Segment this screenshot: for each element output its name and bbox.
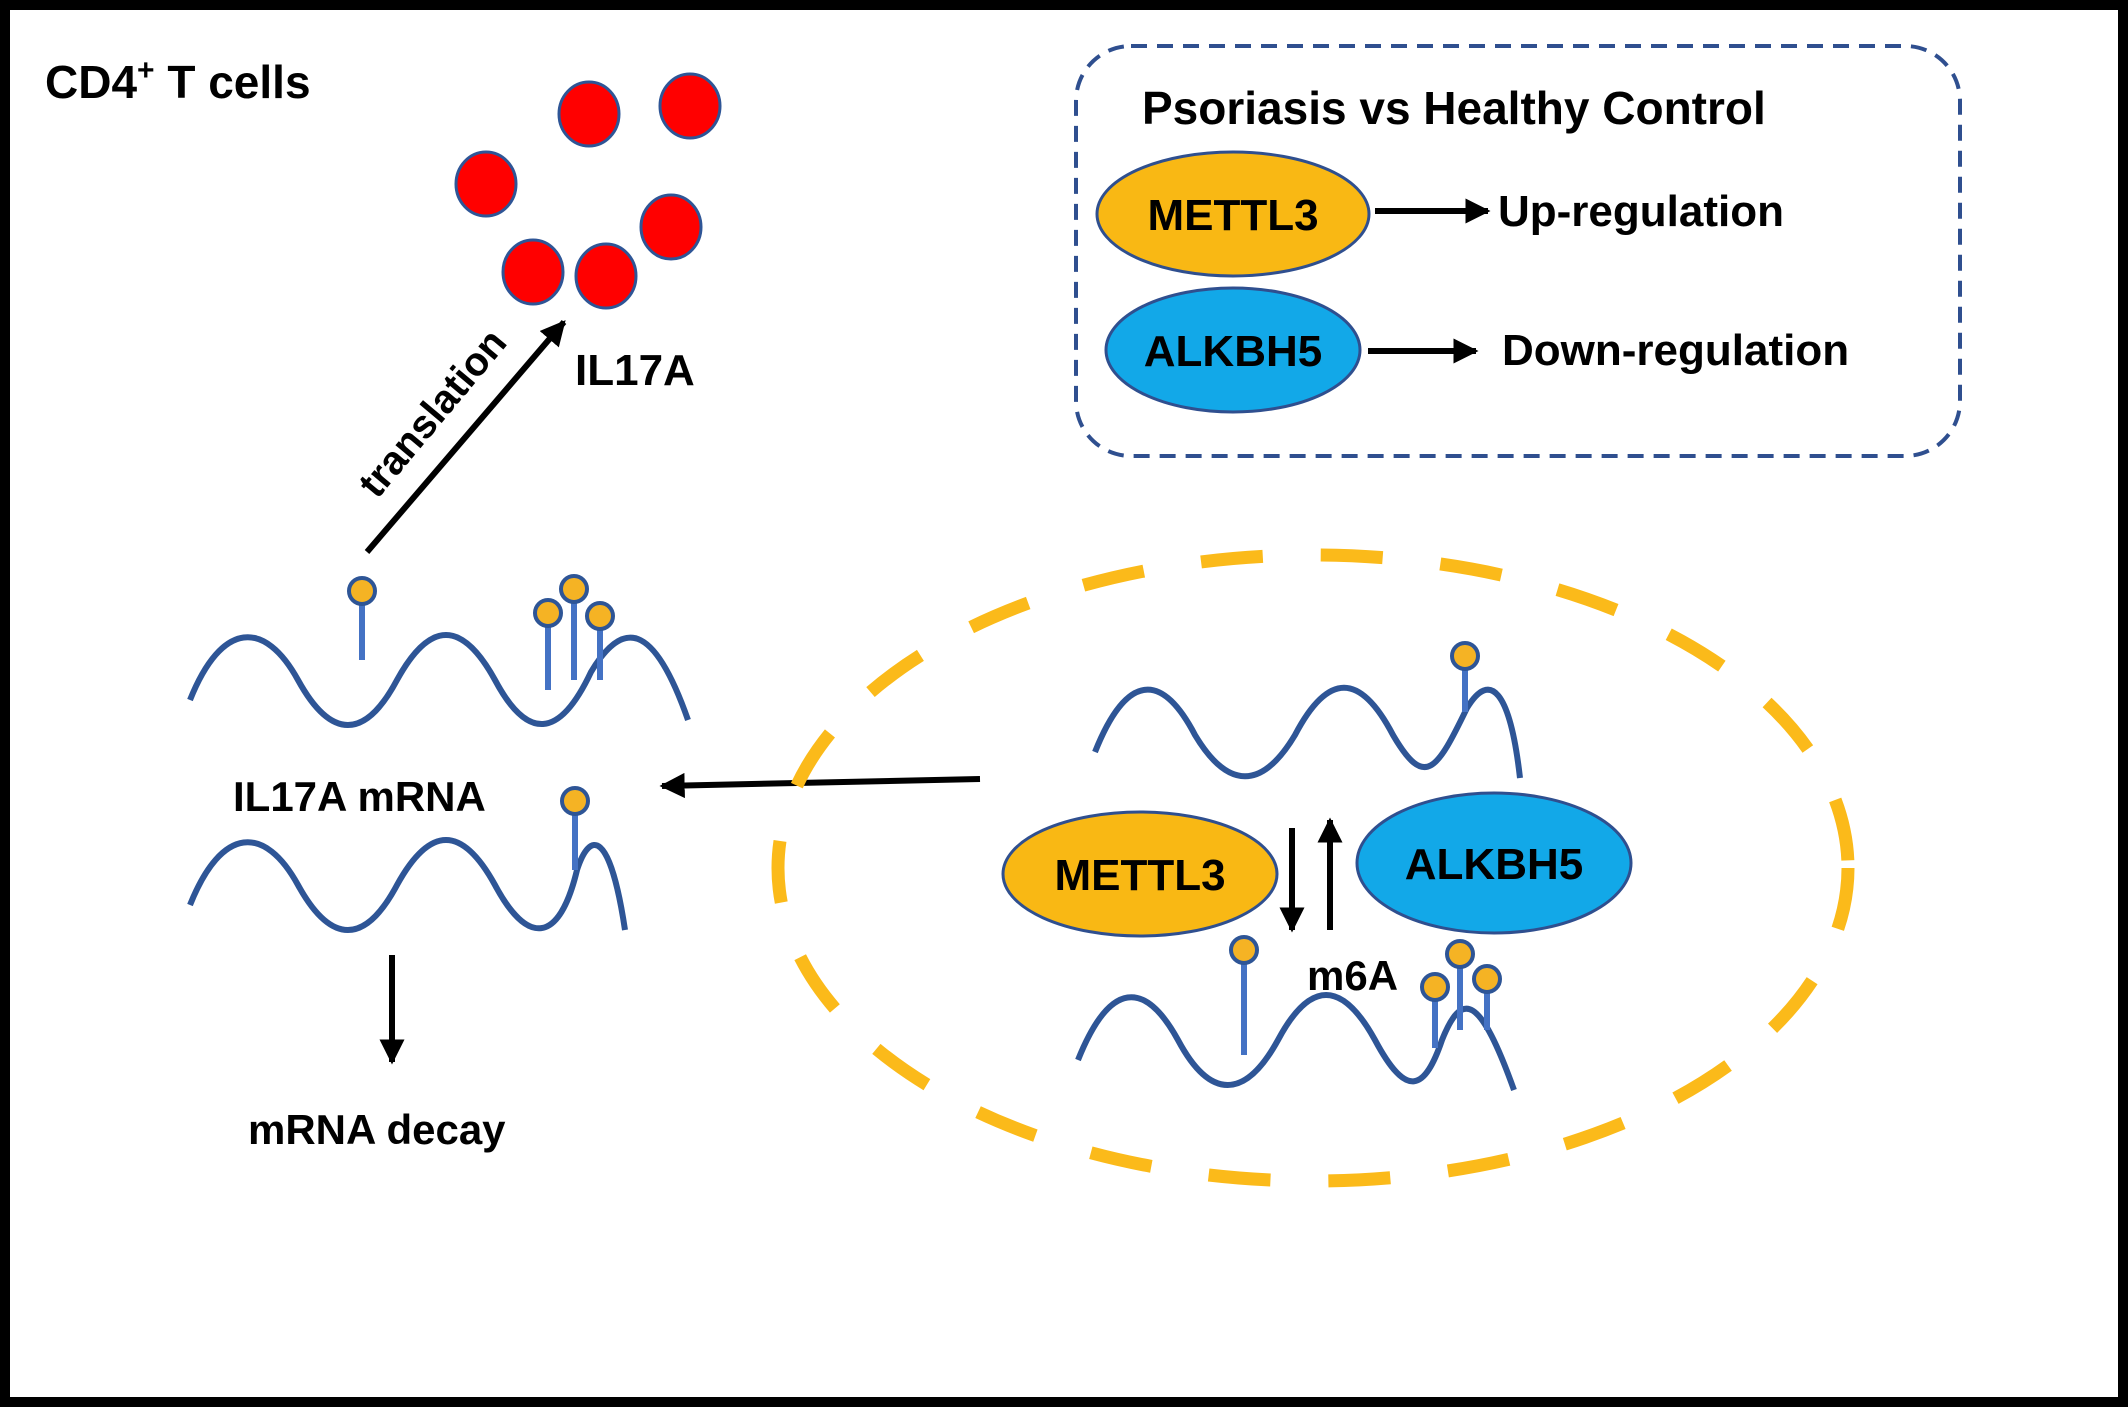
protein-particle [639, 193, 703, 261]
legend-title: Psoriasis vs Healthy Control [1142, 82, 1766, 134]
protein-particle [454, 150, 518, 218]
legend-alkbh5-label: ALKBH5 [1144, 327, 1322, 376]
m6a-site [1450, 641, 1480, 671]
il17a-protein-label: IL17A [575, 346, 695, 395]
protein-particle [574, 242, 638, 310]
mrna-methylated-cytoplasm [187, 574, 691, 728]
cell-type-label: CD4+ T cells [45, 54, 311, 108]
mettl3-writer-label: METTL3 [1054, 851, 1225, 900]
m6a-site [585, 601, 615, 631]
m6a-site [347, 576, 377, 606]
mrna-decay-label: mRNA decay [248, 1106, 506, 1153]
m6a-site [560, 786, 590, 816]
m6a-site [1445, 939, 1475, 969]
legend-down-regulation: Down-regulation [1502, 326, 1849, 375]
mrna-nucleus-lower [1075, 935, 1517, 1092]
legend-mettl3-label: METTL3 [1147, 191, 1318, 240]
mrna-nucleus-upper [1092, 641, 1523, 780]
mettl3-writer-node [1001, 810, 1279, 938]
alkbh5-eraser-node [1355, 791, 1633, 935]
protein-particle [557, 80, 621, 148]
legend-alkbh5-node [1104, 286, 1362, 414]
m6a-label: m6A [1307, 952, 1398, 999]
legend-up-regulation: Up-regulation [1498, 187, 1784, 236]
nuclear-export-arrow [659, 772, 981, 799]
m6a-site [1229, 935, 1259, 965]
il17a-mrna-label: IL17A mRNA [233, 773, 486, 820]
m6a-site [533, 598, 563, 628]
m6a-site [559, 574, 589, 604]
protein-particle [658, 72, 722, 140]
il17a-protein-cluster [454, 72, 722, 310]
mrna-lower-cytoplasm [187, 786, 628, 933]
alkbh5-eraser-label: ALKBH5 [1405, 840, 1583, 889]
protein-particle [501, 238, 565, 306]
m6a-site [1472, 964, 1502, 994]
translation-arrow [364, 320, 567, 554]
legend-mettl3-node [1095, 150, 1371, 278]
nucleus-boundary [771, 548, 1855, 1188]
m6a-site [1420, 972, 1450, 1002]
